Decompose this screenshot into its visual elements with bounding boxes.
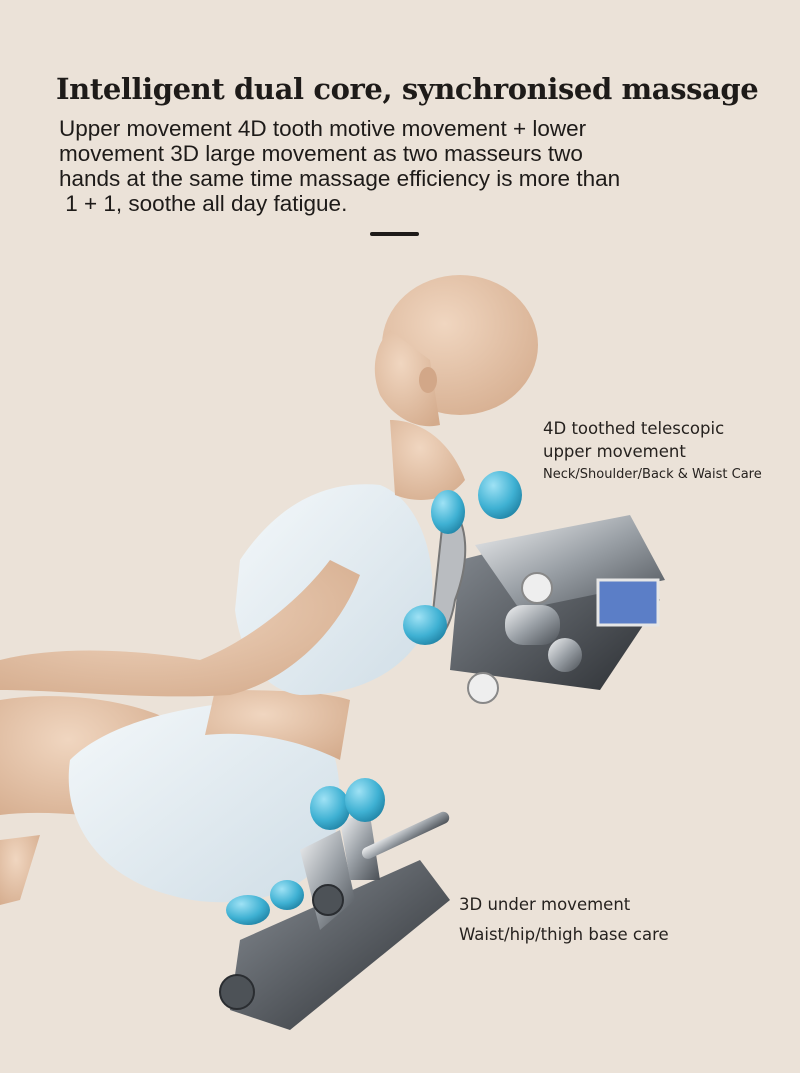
figure-shorts bbox=[68, 700, 340, 903]
figure-head bbox=[374, 275, 538, 427]
divider bbox=[370, 232, 419, 236]
figure-neck bbox=[390, 420, 465, 500]
lower-massage-mechanism bbox=[219, 778, 450, 1030]
lower-callout-subtitle: Waist/hip/thigh base care bbox=[459, 925, 669, 944]
circuit-board bbox=[596, 578, 660, 627]
upper-massage-mechanism bbox=[403, 471, 665, 704]
upper-callout-line: upper movement bbox=[543, 442, 686, 461]
page-title: Intelligent dual core, synchronised mass… bbox=[56, 72, 759, 106]
figure-arm bbox=[0, 560, 360, 697]
description: Upper movement 4D tooth motive movement … bbox=[59, 116, 699, 216]
upper-callout-title: 4D toothed telescopic upper movement bbox=[543, 417, 724, 463]
lower-callout-title: 3D under movement bbox=[459, 895, 631, 914]
description-line: movement 3D large movement as two masseu… bbox=[59, 141, 583, 166]
description-line: 1 + 1, soothe all day fatigue. bbox=[59, 191, 348, 216]
description-line: hands at the same time massage efficienc… bbox=[59, 166, 621, 191]
upper-callout-line: 4D toothed telescopic bbox=[543, 419, 725, 438]
description-line: Upper movement 4D tooth motive movement … bbox=[59, 116, 587, 141]
upper-callout-subtitle: Neck/Shoulder/Back & Waist Care bbox=[543, 467, 762, 482]
figure-waist bbox=[205, 690, 350, 760]
